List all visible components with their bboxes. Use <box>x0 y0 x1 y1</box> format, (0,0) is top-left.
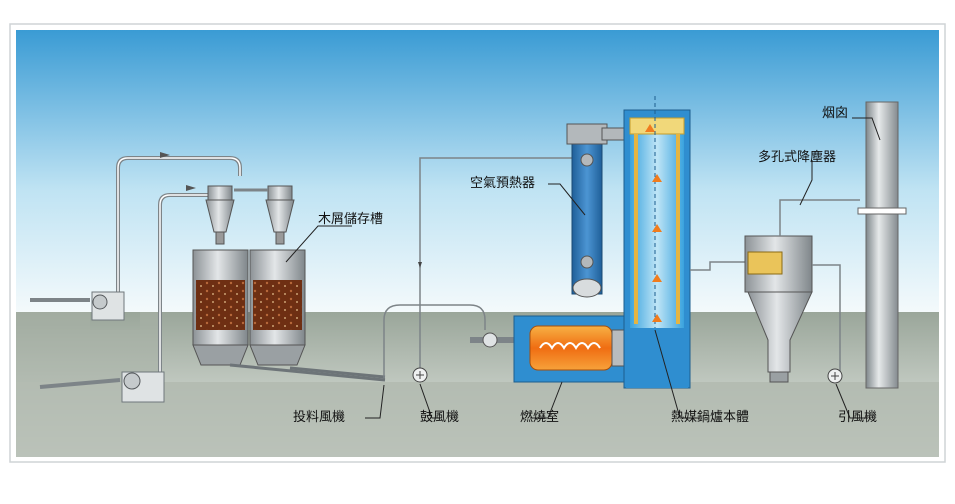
leader-lines <box>285 117 881 419</box>
feed-pit-right <box>121 371 165 403</box>
cyclone-right <box>265 185 295 245</box>
multi-hole-dust-collector <box>744 235 813 383</box>
air-preheater <box>566 123 633 298</box>
label-multi-hole-dust-collector: 多孔式降塵器 <box>758 150 837 165</box>
label-feed-fan: 投料風機 <box>293 410 346 425</box>
chimney <box>857 101 907 389</box>
boiler-flow-arrows <box>645 124 662 322</box>
label-chimney: 烟囟 <box>822 106 849 121</box>
sawdust-storage-tank-right <box>249 249 306 366</box>
thermal-oil-boiler-body <box>623 96 691 389</box>
burner-feed <box>470 332 518 348</box>
cyclone-left <box>205 185 235 245</box>
combustion-chamber <box>513 315 627 383</box>
induced-draft-fan <box>827 368 843 384</box>
sawdust-storage-tank-left <box>192 249 249 366</box>
label-thermal-oil-boiler-body: 熱媒鍋爐本體 <box>671 410 750 425</box>
screw-conveyor <box>229 363 386 382</box>
label-air-preheater: 空氣預熱器 <box>470 176 536 191</box>
flow-arrows-feed <box>160 152 196 191</box>
feed-pit-left <box>91 291 125 321</box>
label-combustion-chamber: 燃燒室 <box>520 410 560 425</box>
air-duct <box>383 157 575 378</box>
label-sawdust-storage-tank: 木屑儲存槽 <box>318 212 384 227</box>
label-induced-draft-fan: 引風機 <box>838 410 878 425</box>
label-blower: 鼓風機 <box>420 410 460 425</box>
blower-fan <box>412 367 428 383</box>
